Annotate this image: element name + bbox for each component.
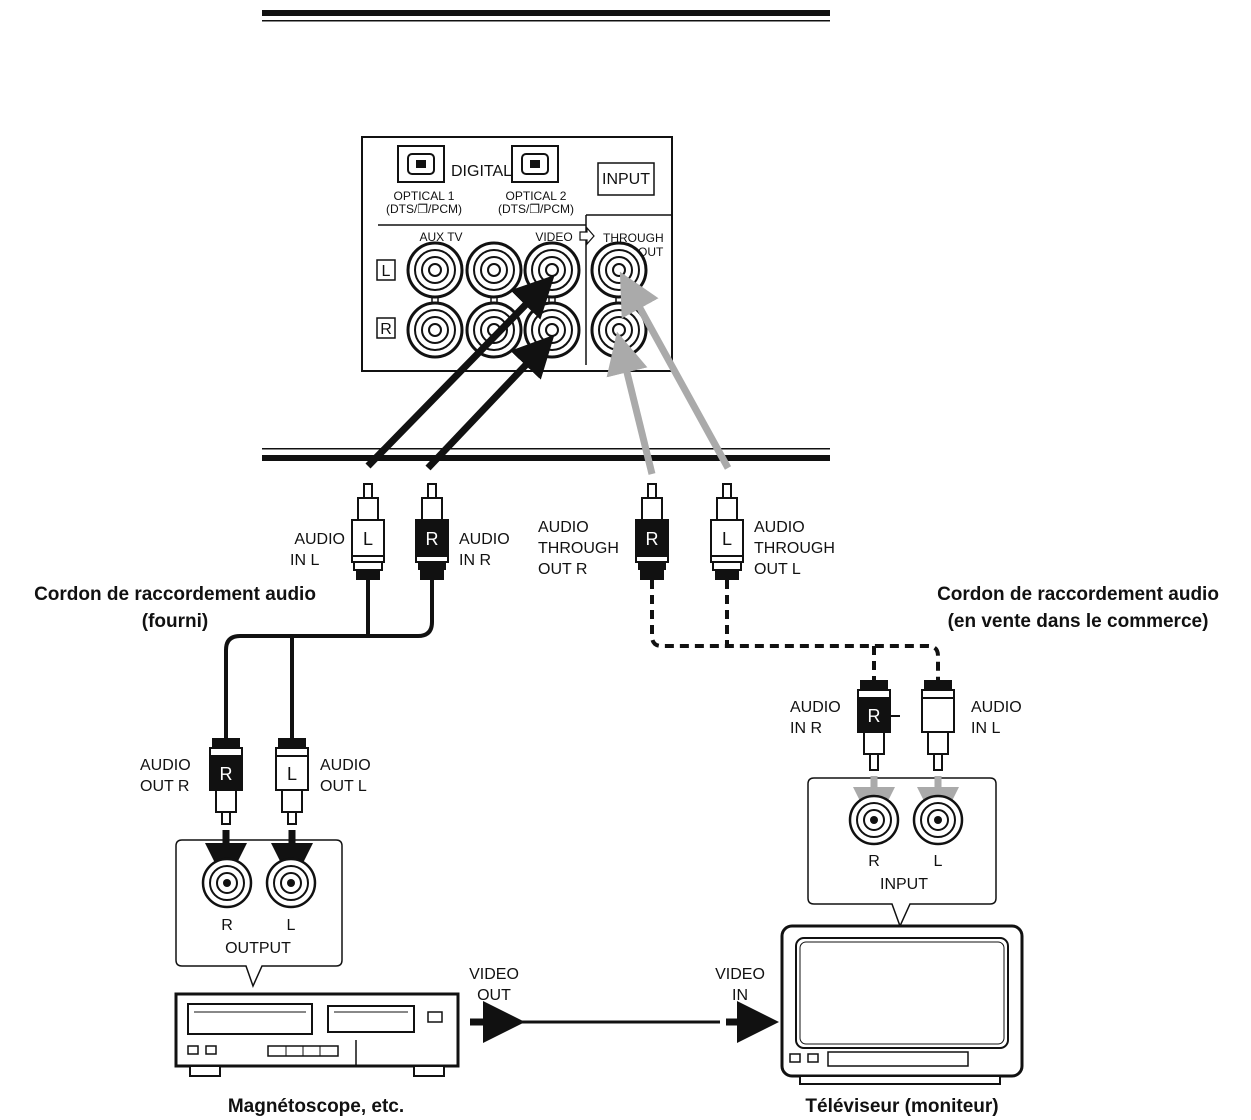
- video-link: VIDEO OUT VIDEO IN: [469, 966, 779, 1043]
- tv-in-r-label: AUDIO: [790, 699, 841, 716]
- tv-in-l-sub: IN L: [971, 720, 1000, 737]
- video-r-jack: [523, 301, 581, 359]
- tv-l-jack: [912, 794, 964, 846]
- tv-in-l-label: AUDIO: [971, 699, 1022, 716]
- optical2-format: (DTS/❐/PCM): [498, 202, 574, 216]
- tv-r-jack: [848, 794, 900, 846]
- digital-label: DIGITAL: [451, 163, 512, 180]
- plug-letter: L: [722, 529, 732, 549]
- through-out-label: OUT: [638, 245, 664, 259]
- rear-panel: DIGITAL INPUT OPTICAL 1 (DTS/❐/PCM) OPTI…: [361, 136, 673, 372]
- plug-through-out-r: R: [635, 483, 669, 580]
- plug-letter: R: [646, 529, 659, 549]
- vcr-device-label: Magnétoscope, etc.: [228, 1096, 404, 1117]
- vcr-l-jack: [265, 857, 317, 909]
- audio-in-l-sub: IN L: [290, 552, 319, 569]
- optical2-label: OPTICAL 2: [506, 189, 567, 203]
- video-out-sub: OUT: [477, 987, 511, 1004]
- plug-audio-in-l: L: [351, 483, 385, 580]
- plug-through-out-l: L: [710, 483, 744, 580]
- audio-in-r-label: AUDIO: [459, 531, 510, 548]
- through-l-jack: [590, 241, 648, 299]
- supplied-cord-wire: [224, 580, 434, 738]
- panel-side-l: L: [382, 263, 391, 280]
- aux-tv-label: AUX TV: [419, 230, 462, 244]
- supplied-cord-label: Cordon de raccordement audio: [34, 584, 316, 605]
- tv-in-r-sub: IN R: [790, 720, 822, 737]
- tv-input-callout: R L INPUT: [807, 776, 997, 928]
- plug-letter: L: [363, 529, 373, 549]
- top-rule: [262, 10, 830, 22]
- optical1-label: OPTICAL 1: [394, 189, 455, 203]
- plug-tv-in-r: R: [857, 680, 900, 771]
- video-l-jack: [523, 241, 581, 299]
- through-cable-lines: [606, 271, 732, 475]
- audio-in-l-label: AUDIO: [294, 531, 345, 548]
- plug-tv-in-l: [921, 680, 955, 771]
- vcr-output-callout: R L OUTPUT: [175, 830, 343, 989]
- supplied-cord-sub: (fourni): [142, 611, 208, 632]
- video-out-label: VIDEO: [469, 966, 519, 983]
- through-out-l-line2: THROUGH: [754, 540, 835, 557]
- vcr-r-jack: [201, 857, 253, 909]
- optical1-format: (DTS/❐/PCM): [386, 202, 462, 216]
- plug-audio-in-r: R: [415, 483, 449, 580]
- aux-r-jack: [406, 301, 464, 359]
- audio-in-r-sub: IN R: [459, 552, 491, 569]
- through-label: THROUGH: [603, 231, 664, 245]
- tv-r-jack: [465, 301, 523, 359]
- through-out-r-line2: THROUGH: [538, 540, 619, 557]
- through-out-l-label: AUDIO: [754, 519, 805, 536]
- input-cable-lines: [365, 274, 555, 471]
- through-out-r-line3: OUT R: [538, 561, 587, 578]
- tv-device-icon: [780, 924, 1024, 1085]
- panel-bottom-rule: [262, 448, 830, 461]
- vcr-output-label: OUTPUT: [225, 940, 291, 957]
- commercial-cord-sub: (en vente dans le commerce): [948, 611, 1209, 632]
- tv-jack-r-label: R: [868, 853, 880, 870]
- aux-l-jack: [406, 241, 464, 299]
- plug-letter: L: [287, 764, 297, 784]
- through-arrow-icon: [579, 226, 595, 246]
- vcr-out-r-label: AUDIO: [140, 757, 191, 774]
- vcr-jack-l-label: L: [287, 917, 296, 934]
- tv-device-label: Téléviseur (moniteur): [805, 1096, 998, 1117]
- commercial-cord-label: Cordon de raccordement audio: [937, 584, 1219, 605]
- plug-letter: R: [220, 764, 233, 784]
- tv-l-jack: [465, 241, 523, 299]
- video-in-label: VIDEO: [715, 966, 765, 983]
- plug-vcr-out-l: L: [275, 738, 309, 825]
- tv-jack-l-label: L: [934, 853, 943, 870]
- vcr-jack-r-label: R: [221, 917, 233, 934]
- through-out-l-line3: OUT L: [754, 561, 801, 578]
- panel-side-r: R: [380, 321, 392, 338]
- video-in-sub: IN: [732, 987, 748, 1004]
- plug-letter: R: [426, 529, 439, 549]
- vcr-out-l-label: AUDIO: [320, 757, 371, 774]
- vcr-out-l-sub: OUT L: [320, 778, 367, 795]
- commercial-cord-wire: [650, 580, 940, 680]
- panel-input-label: INPUT: [602, 171, 650, 188]
- plug-vcr-out-r: R: [209, 738, 243, 825]
- plug-letter: R: [868, 706, 881, 726]
- through-out-r-label: AUDIO: [538, 519, 589, 536]
- vcr-out-r-sub: OUT R: [140, 778, 189, 795]
- vcr-device-icon: [174, 992, 460, 1077]
- tv-input-label: INPUT: [880, 876, 928, 893]
- video-input-label: VIDEO: [535, 230, 572, 244]
